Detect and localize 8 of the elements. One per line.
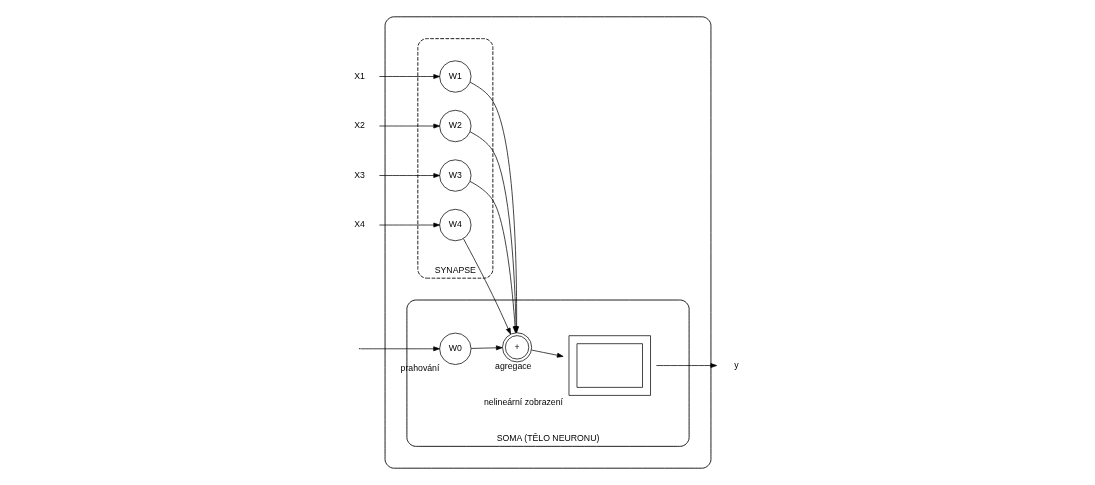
node-label: agregace	[494, 361, 531, 372]
node-text: X2	[353, 120, 365, 131]
node-text: y	[733, 359, 739, 370]
node-text: X3	[353, 169, 365, 180]
node-text: X1	[353, 70, 365, 81]
node-label: prahování	[400, 363, 439, 374]
node-label: nelineární zobrazení	[483, 397, 563, 408]
node-text: X4	[353, 219, 365, 230]
